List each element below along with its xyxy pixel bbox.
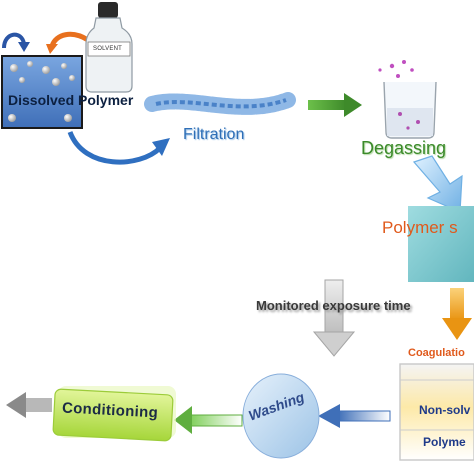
arrow-exposure-time [312, 279, 356, 357]
filtration-label: Filtration [183, 126, 245, 143]
coagulation-bath [399, 363, 474, 461]
polymer-film-label: Polyme [423, 435, 466, 449]
output-arrow [6, 392, 52, 418]
non-solvent-label: Non-solv [419, 403, 471, 417]
arrow-to-washing [318, 404, 391, 428]
degassing-label: Degassing [361, 138, 447, 158]
polymer-solution-film [408, 206, 474, 282]
solvent-bottle-icon [85, 2, 133, 93]
arrow-to-coagulation [442, 288, 472, 340]
conditioning-box [52, 386, 176, 442]
washing-ellipse [242, 373, 320, 459]
coagulation-label: Coagulatio [408, 347, 465, 359]
monitored-exposure-label: Monitored exposure time [256, 298, 411, 313]
filtration-membrane [144, 92, 296, 115]
polymer-tank [1, 55, 83, 129]
dissolved-polymer-label: Dissolved Polymer [8, 92, 134, 108]
arrow-to-polymer-solution [412, 155, 463, 213]
arrow-to-degassing [308, 93, 362, 117]
degassing-beaker-icon [378, 60, 437, 139]
arrow-to-conditioning [174, 406, 243, 434]
solvent-label: SOLVENT [93, 46, 122, 52]
arrow-to-filtration [67, 130, 170, 165]
recirculation-arrows [2, 31, 90, 54]
polymer-solution-label: Polymer s [382, 218, 458, 237]
